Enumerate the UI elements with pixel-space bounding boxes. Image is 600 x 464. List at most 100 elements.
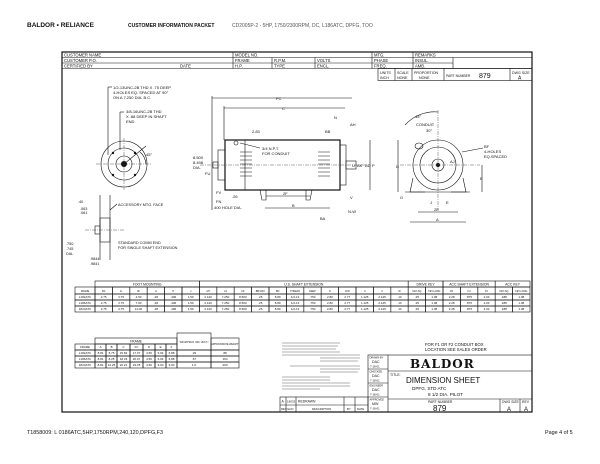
model-description: CD2005P-2 - 5HP, 1750/2300RPM, DC, L186A… (232, 23, 373, 29)
frame-table-value: .29 (192, 351, 197, 355)
table-cell-value: 3.75 (118, 307, 124, 311)
frame-table-value: 164 (222, 357, 227, 361)
frame-table-value: 200 (222, 363, 227, 367)
sign-value: DAC (372, 374, 380, 378)
dim-9841: .9841 (90, 262, 100, 266)
frame-table-value: 12.25 (108, 363, 116, 367)
sign-value: DAC (372, 388, 380, 392)
table-header-label: V (381, 290, 383, 293)
brand-logo: BALDOR • RELIANCE (27, 22, 95, 29)
table-cell-value: 1.38 (431, 295, 437, 299)
table-cell-value: 2.120 (204, 301, 212, 305)
rpm-label: R.P.M. (274, 58, 286, 63)
sign-date: 7-18-01 (370, 379, 380, 383)
frame-table-value: 1.0 (192, 363, 197, 367)
table-cell-value: 7.250 (222, 301, 230, 305)
frame-table-value: 4.50 (146, 357, 152, 361)
frame-table-value: 8.81 (98, 357, 104, 361)
ah-dim: AH (350, 122, 356, 127)
sign-label: APPROVED (370, 398, 385, 402)
scale-label: SCALE (397, 71, 409, 75)
rev-value: A (524, 407, 528, 413)
frame-table-value: 8.81 (98, 351, 104, 355)
frame-header-label: FC (135, 345, 139, 349)
d-dim: D (396, 164, 399, 169)
table-header-label: AH (206, 290, 210, 293)
conduit-note-2: FOR CONDUIT (262, 151, 290, 156)
info-block: CUSTOMER NAME CUSTOMER P.O. CERTIFIED BY… (62, 52, 532, 69)
conduit-box-note-2: LOCATION SEE SALES ORDER (425, 347, 487, 352)
table-header-label: U (364, 290, 366, 293)
shaft-end-view: 1/2-13UNC-2B THD X .75 DEEP 4-HOLES EQ. … (96, 85, 171, 190)
units-label: UNITS (380, 71, 391, 75)
rev-header: REV (281, 407, 287, 411)
table-cell-value: .188 (501, 307, 507, 311)
pilot-dia-label: DIA. (193, 165, 201, 170)
table-cell-value: 1.50 (188, 307, 194, 311)
table-cell-value: 2.03 (484, 301, 490, 305)
angle-30-label: 30° (426, 128, 432, 133)
units-block: UNITS INCH SCALE NONE PROPORTION NONE PA… (377, 68, 533, 82)
table-cell-value: 1810ATC (79, 307, 92, 311)
table-cell-value: 2.120 (204, 307, 212, 311)
shaft-end-note: 3/8-16UNC-2B THD (126, 109, 162, 114)
frame-table-value: L186ATC (79, 357, 92, 361)
u-dim: U (352, 163, 355, 168)
table-cell-value: 2.77 (344, 295, 350, 299)
table-cell-value: .875 (466, 301, 472, 305)
angle-45-label: 45° (146, 152, 152, 157)
sign-date: 7-18-01 (370, 365, 380, 369)
table-cell-value: 8.89 (275, 295, 281, 299)
table-cell-value: 1.38 (431, 307, 437, 311)
front-view: 45° CONDUIT 30° BF 4-HOLES EQ.SPACED AJ … (396, 110, 507, 223)
table-group-label: FOOT MOUNTING (133, 282, 162, 286)
table-cell-value: 7.250 (222, 307, 230, 311)
part-number-value: 879 (479, 73, 491, 80)
page-number: Page 4 of 5 (545, 430, 573, 436)
by-header: BY (347, 407, 351, 411)
dwg-size-value: A (518, 76, 522, 82)
table-cell-value: 1.38 (518, 301, 524, 305)
table-header-label: THREAD (290, 290, 300, 293)
table-header-label: AK (241, 290, 245, 293)
table-cell-value: .750 (310, 301, 316, 305)
table-cell-value: 1.38 (431, 301, 437, 305)
b-dim: B (292, 203, 295, 208)
hole-dia-note: .400 HOLE DIA. (213, 205, 242, 210)
ecn-header: ECN (288, 407, 294, 411)
fc-dim: FC (276, 96, 281, 101)
table-cell-value: 8.89 (275, 301, 281, 305)
type-label: TYPE (274, 64, 285, 69)
table-cell-value: 1.125 (361, 301, 369, 305)
frame-table-value: 6.94 (158, 351, 164, 355)
table-cell-value: 2.80 (327, 307, 333, 311)
table-cell-value: 2.77 (344, 301, 350, 305)
footer-doc-id: T1858009: L 0186ATC,5HP,1750RPM,240,120,… (27, 430, 163, 436)
table-cell-value: 2.125 (378, 301, 386, 305)
table-cell-value: 2.80 (327, 295, 333, 299)
frame-table-value: 5.75 (109, 351, 115, 355)
proportion-label: PROPORTION (414, 71, 438, 75)
mtg-label: MTG. (374, 53, 384, 58)
table-cell-value: 2.75 (101, 301, 107, 305)
revision-desc: REDRAWN (298, 400, 316, 404)
frame-header-label: F (171, 345, 173, 349)
frame-table-value: 8.81 (98, 363, 104, 367)
bf-holes: 4-HOLES (484, 149, 501, 154)
ak-dim: AK (357, 163, 363, 168)
table-cell-value: 8.89 (275, 307, 281, 311)
table-cell-value: .25 (415, 307, 420, 311)
table-cell-value: .406 (170, 301, 176, 305)
table-cell-value: 8.500 (239, 301, 247, 305)
part-number-label: PART NUMBER (446, 74, 471, 78)
table-header-label: N (329, 290, 331, 293)
frame-table-value: 18.33 (120, 357, 128, 361)
table-cell-value: 1/2-13 (291, 307, 300, 311)
e-dim: E (446, 200, 449, 205)
table-cell-value: 2.125 (378, 307, 386, 311)
table-cell-value: .25 (415, 295, 420, 299)
table-cell-value: .25 (258, 301, 263, 305)
freq-label: FREQ. (374, 64, 387, 69)
